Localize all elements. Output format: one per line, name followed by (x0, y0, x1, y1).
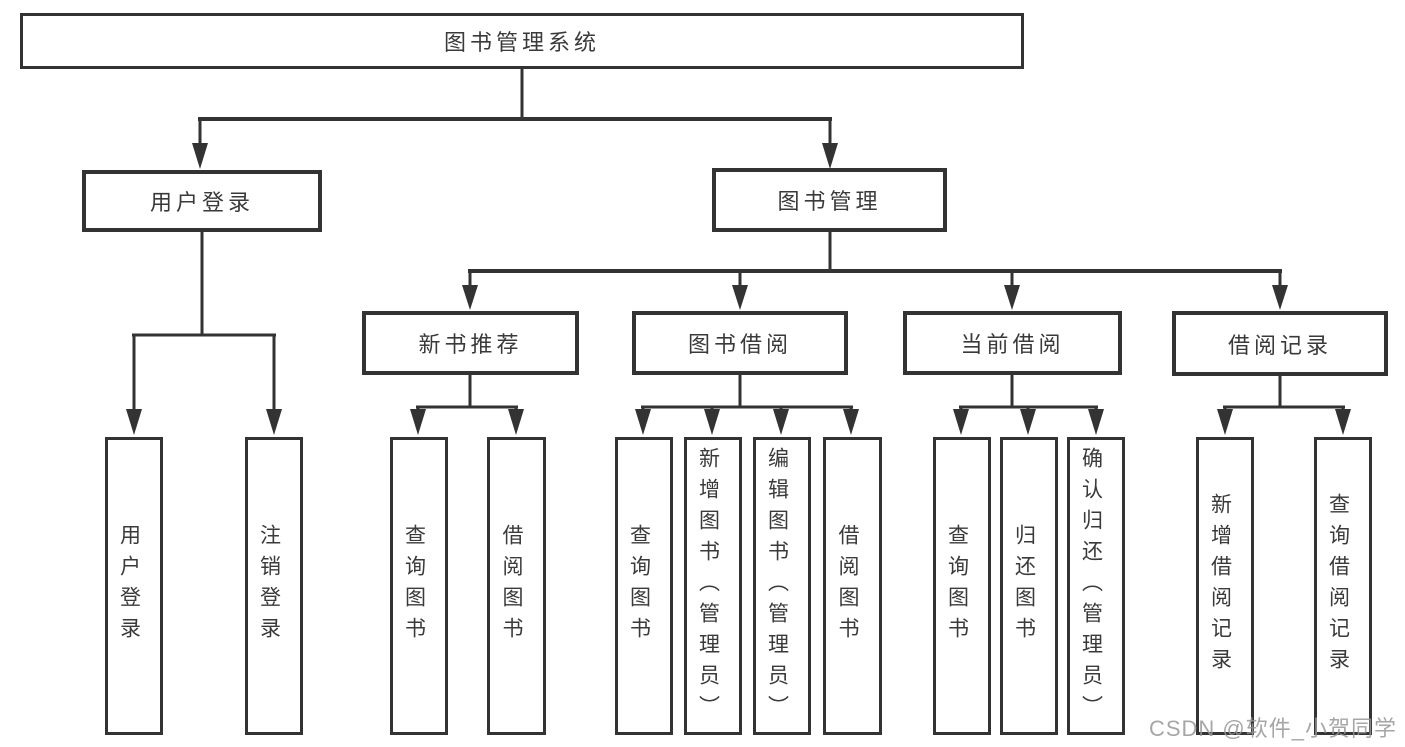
node-label: 查询借阅记录 (1326, 493, 1350, 679)
node-book-borrow: 图书借阅 (632, 311, 848, 375)
leaf-add-book-admin: 新增图书（管理员） (684, 437, 742, 735)
connector-book-management-children (462, 232, 1288, 310)
connector-user-login-children (126, 232, 282, 435)
node-label: 借阅图书 (500, 524, 523, 648)
node-borrow-records: 借阅记录 (1172, 311, 1388, 376)
leaf-query-books-recommend: 查询图书 (390, 437, 448, 735)
leaf-query-borrow-record: 查询借阅记录 (1314, 437, 1372, 735)
connector-current-borrow-children (953, 375, 1104, 435)
node-user-login: 用户登录 (82, 170, 322, 232)
leaf-edit-book-admin: 编辑图书（管理员） (753, 437, 811, 735)
node-label: 图书管理系统 (443, 30, 600, 55)
leaf-user-login: 用户登录 (105, 437, 163, 735)
leaf-query-books-current: 查询图书 (933, 437, 991, 735)
node-label: 查询图书 (627, 524, 651, 648)
node-label: 查询图书 (402, 524, 426, 648)
leaf-query-books-borrow: 查询图书 (615, 437, 673, 735)
connector-root-to-level2 (192, 69, 838, 169)
node-label: 用户登录 (117, 524, 141, 648)
node-library-management-system: 图书管理系统 (20, 13, 1024, 69)
connector-borrow-records-children (1217, 376, 1351, 435)
leaf-confirm-return-admin: 确认归还（管理员） (1067, 437, 1125, 735)
node-book-management: 图书管理 (712, 168, 947, 232)
connector-book-borrow-children (635, 375, 859, 435)
node-label: 确认归还（管理员） (1079, 446, 1103, 726)
connector-new-book-recommend-children (410, 375, 524, 435)
node-label: 新增图书（管理员） (696, 446, 720, 726)
node-label: 借阅图书 (836, 524, 859, 648)
node-label: 用户登录 (149, 190, 254, 215)
leaf-borrow-books-recommend: 借阅图书 (487, 437, 546, 735)
leaf-return-book: 归还图书 (1000, 437, 1058, 735)
node-label: 图书借阅 (687, 332, 792, 357)
node-label: 当前借阅 (960, 332, 1065, 357)
leaf-add-borrow-record: 新增借阅记录 (1196, 437, 1254, 735)
leaf-logout: 注销登录 (245, 437, 303, 735)
node-current-borrow: 当前借阅 (903, 311, 1122, 375)
node-label: 新增借阅记录 (1208, 493, 1232, 679)
node-label: 编辑图书（管理员） (765, 446, 789, 726)
node-label: 新书推荐 (418, 332, 523, 357)
node-label: 图书管理 (777, 189, 882, 214)
node-label: 归还图书 (1012, 524, 1036, 648)
node-label: 借阅记录 (1227, 332, 1332, 358)
leaf-borrow-books: 借阅图书 (823, 437, 882, 735)
node-label: 注销登录 (257, 524, 281, 648)
node-new-book-recommend: 新书推荐 (362, 311, 579, 375)
csdn-watermark: CSDN @软件_小贺同学 (1148, 716, 1397, 741)
node-label: 查询图书 (945, 524, 969, 648)
